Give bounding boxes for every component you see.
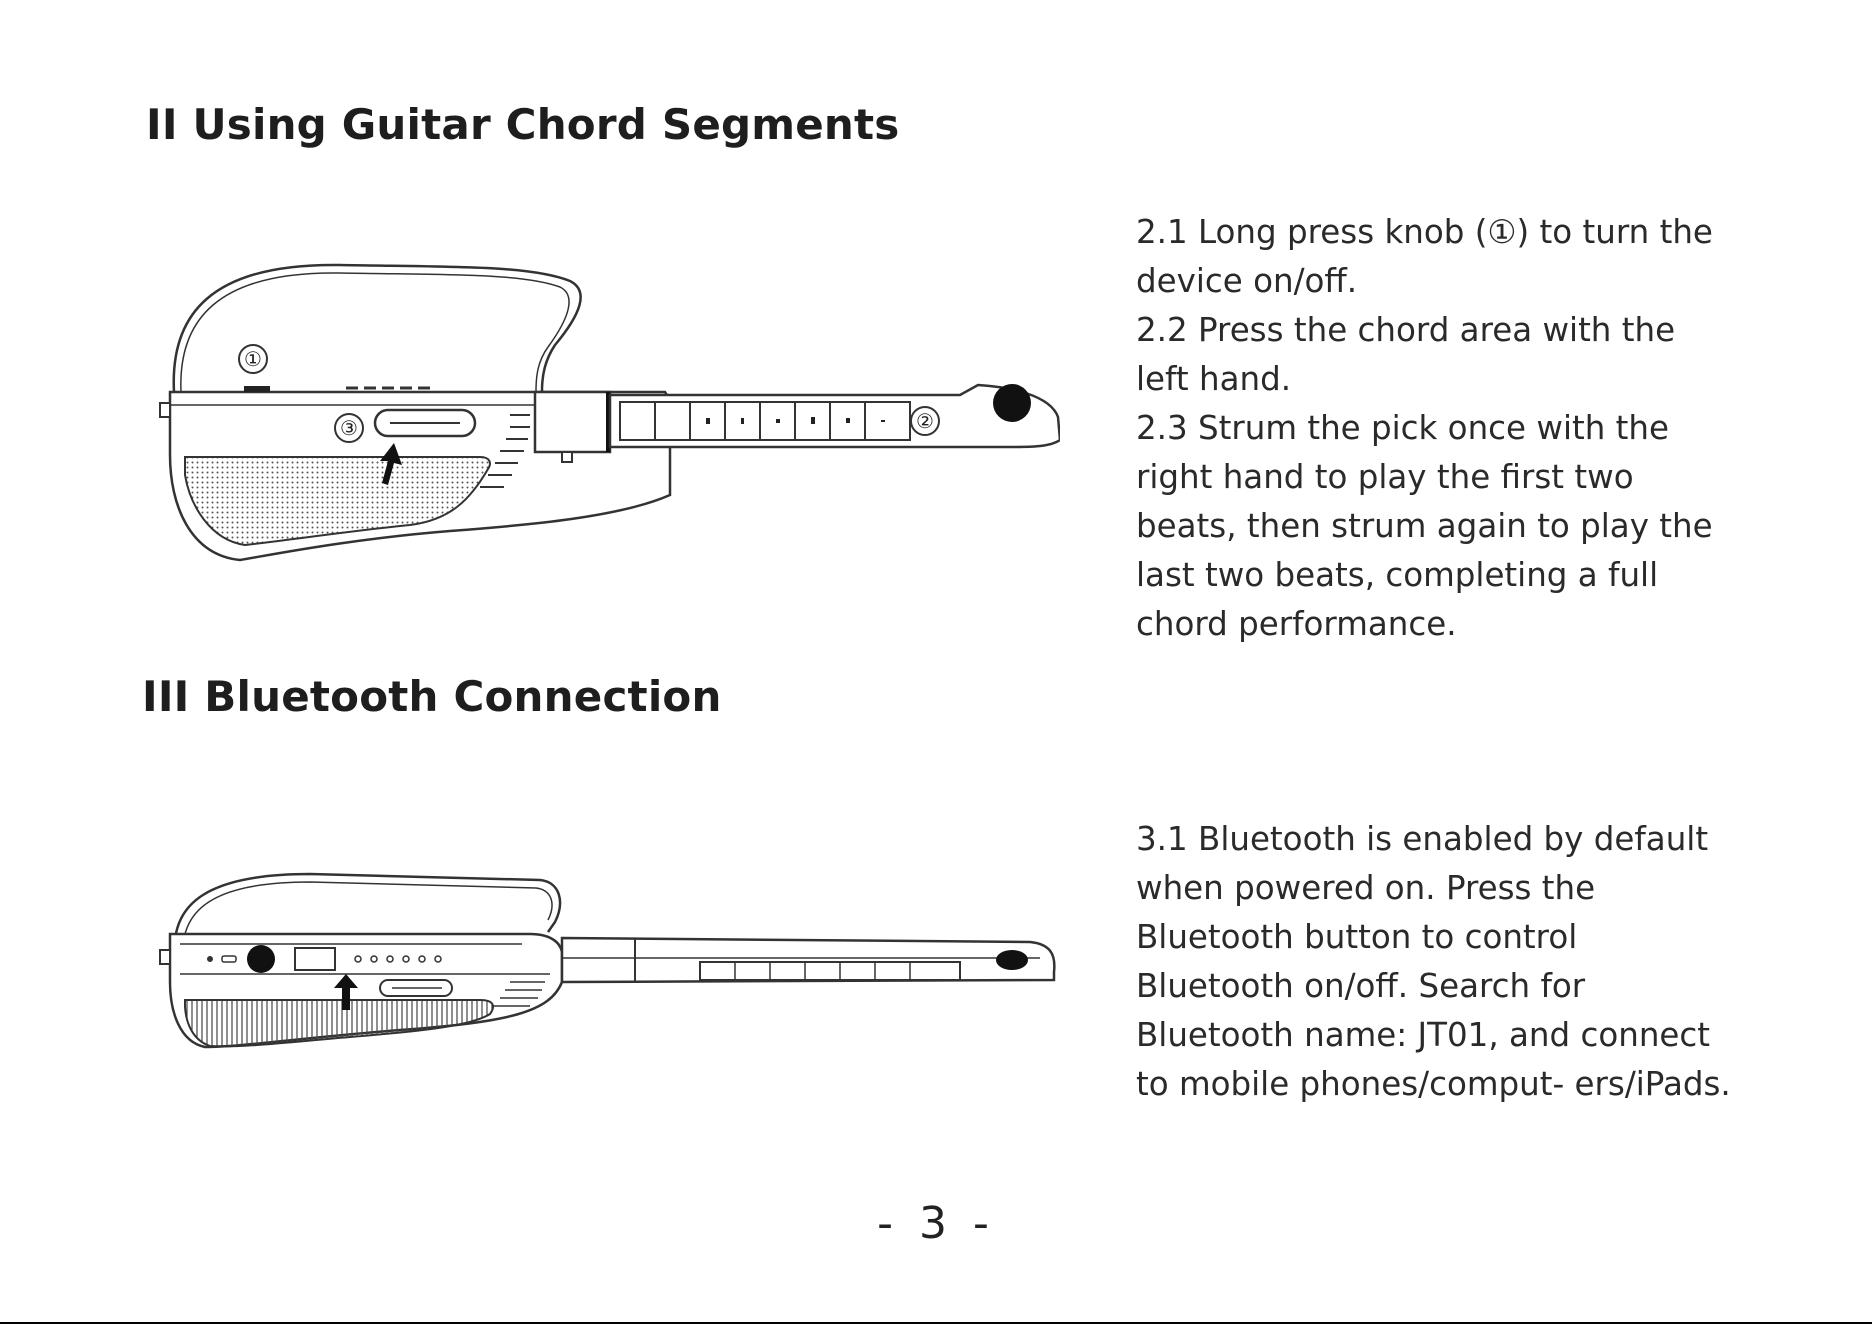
section2-steps: 2.1 Long press knob (①) to turn the devi… — [1136, 208, 1736, 649]
callout-2: ② — [916, 409, 934, 433]
page-number: - 3 - — [877, 1198, 995, 1249]
step-2-2: 2.2 Press the chord area with the left h… — [1136, 311, 1676, 398]
step-3-1: 3.1 Bluetooth is enabled by default when… — [1136, 820, 1731, 1103]
guitar-side-view-illustration: ① ③ ② — [150, 255, 1060, 575]
section-heading-bluetooth-connection: III Bluetooth Connection — [142, 672, 722, 721]
callout-3: ③ — [340, 416, 358, 440]
section-heading-using-chord-segments: II Using Guitar Chord Segments — [146, 100, 900, 149]
footer-rule — [0, 1322, 1872, 1324]
section3-steps: 3.1 Bluetooth is enabled by default when… — [1136, 815, 1736, 1109]
step-2-3: 2.3 Strum the pick once with the right h… — [1136, 409, 1713, 643]
guitar-top-view-illustration — [150, 862, 1060, 1062]
callout-1: ① — [244, 347, 262, 371]
step-2-1: 2.1 Long press knob (①) to turn the devi… — [1136, 213, 1713, 300]
